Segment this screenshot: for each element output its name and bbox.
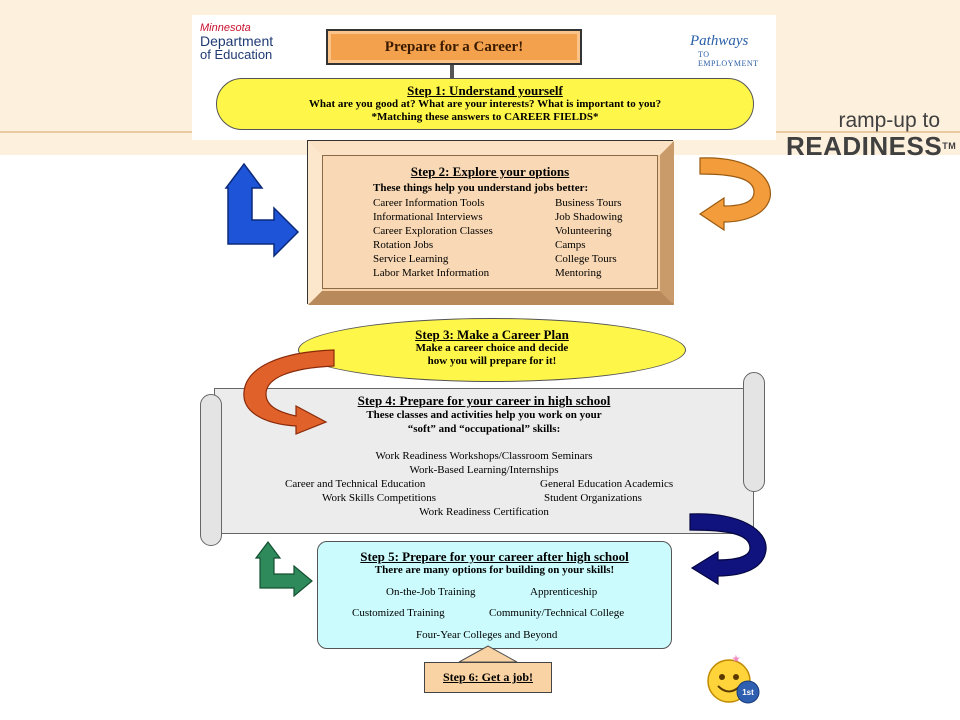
step5-item: Four-Year Colleges and Beyond xyxy=(416,629,558,641)
step3-line1: Make a career choice and decide xyxy=(415,342,569,354)
step4-sub1: These classes and activities help you wo… xyxy=(366,409,602,421)
scroll-curl-right xyxy=(743,372,765,492)
step1-line2: *Matching these answers to CAREER FIELDS… xyxy=(371,111,599,123)
step4-sub2: “soft” and “occupational” skills: xyxy=(407,423,561,435)
step1-line1: What are you good at? What are your inte… xyxy=(308,98,662,110)
step5-item: Community/Technical College xyxy=(489,607,625,619)
step5-sub: There are many options for building on y… xyxy=(374,564,615,576)
mde-top: Minnesota xyxy=(200,22,251,34)
title-pin xyxy=(450,65,454,79)
step2-left-list: Career Information Tools Informational I… xyxy=(373,196,493,280)
list-item: Mentoring xyxy=(555,267,602,279)
step4-row: Career and Technical Education General E… xyxy=(214,478,754,492)
step4-heading: Step 4: Prepare for your career in high … xyxy=(357,393,611,408)
step3-ellipse: Step 3: Make a Career Plan Make a career… xyxy=(298,318,686,382)
list-item: Career Exploration Classes xyxy=(373,225,493,237)
list-item: Rotation Jobs xyxy=(373,239,434,251)
blue-bent-arrow-icon xyxy=(224,162,300,258)
up-arrow-icon xyxy=(458,645,518,663)
step4-item: Career and Technical Education xyxy=(285,478,426,490)
step2-heading: Step 2: Explore your options xyxy=(410,164,570,179)
step4-item: Work-Based Learning/Internships xyxy=(409,464,559,476)
step5-box: Step 5: Prepare for your career after hi… xyxy=(317,541,672,649)
step4-item: Work Readiness Workshops/Classroom Semin… xyxy=(375,450,593,462)
mde-line1: Department xyxy=(200,33,274,49)
list-item: Camps xyxy=(555,239,586,251)
smiley-badge-icon: 1st xyxy=(707,655,760,704)
step1-box: Step 1: Understand yourself What are you… xyxy=(216,78,754,130)
step4-row: Work Skills Competitions Student Organiz… xyxy=(214,492,754,506)
list-item: Business Tours xyxy=(555,197,622,209)
step4-item: General Education Academics xyxy=(540,478,674,490)
orange-curve-arrow-icon xyxy=(698,157,771,232)
step4-text: Step 4: Prepare for your career in high … xyxy=(214,394,754,436)
brand-line1: ramp-up to xyxy=(838,109,940,132)
green-bent-arrow-icon xyxy=(254,541,313,598)
list-item: Job Shadowing xyxy=(555,211,623,223)
page-title: Prepare for a Career! xyxy=(326,29,582,65)
brand-logo: ramp-up to READINESSTM xyxy=(786,109,958,161)
red-orange-curve-arrow-icon xyxy=(243,349,335,435)
badge-label: 1st xyxy=(742,688,754,697)
step4-item: Work Skills Competitions xyxy=(322,492,437,504)
step2-box: Step 2: Explore your options These thing… xyxy=(307,140,674,305)
step5-heading: Step 5: Prepare for your career after hi… xyxy=(360,549,629,564)
step2-sub: These things help you understand jobs be… xyxy=(373,182,589,194)
list-item: Labor Market Information xyxy=(373,267,490,279)
bevel-frame xyxy=(308,141,674,305)
step4-item: Work Readiness Certification xyxy=(419,506,549,518)
list-item: Career Information Tools xyxy=(373,197,485,209)
mde-line2: of Education xyxy=(200,47,273,62)
step5-item: On-the-Job Training xyxy=(386,586,476,598)
pathways-sub: TO EMPLOYMENT xyxy=(698,50,759,68)
list-item: College Tours xyxy=(555,253,617,265)
pathways-logo: Pathways TO EMPLOYMENT xyxy=(690,32,770,74)
step6-box: Step 6: Get a job! xyxy=(424,662,552,693)
step5-item: Customized Training xyxy=(352,607,445,619)
step3-heading: Step 3: Make a Career Plan xyxy=(415,327,569,342)
mde-logo: Minnesota Department of Education xyxy=(200,22,290,72)
list-item: Volunteering xyxy=(555,225,612,237)
brand-line2: READINESSTM xyxy=(786,131,957,161)
step5-item: Apprenticeship xyxy=(530,586,598,598)
step1-heading: Step 1: Understand yourself xyxy=(407,83,563,98)
list-item: Informational Interviews xyxy=(373,211,483,223)
step4-item: Student Organizations xyxy=(544,492,642,504)
step2-right-list: Business Tours Job Shadowing Volunteerin… xyxy=(555,196,623,280)
step2-panel: Step 2: Explore your options These thing… xyxy=(322,155,658,289)
pathways-name: Pathways xyxy=(690,33,749,49)
list-item: Service Learning xyxy=(373,253,449,265)
step3-line2: how you will prepare for it! xyxy=(427,355,557,367)
scroll-curl-left xyxy=(200,394,222,546)
navy-curve-arrow-icon xyxy=(689,513,767,586)
